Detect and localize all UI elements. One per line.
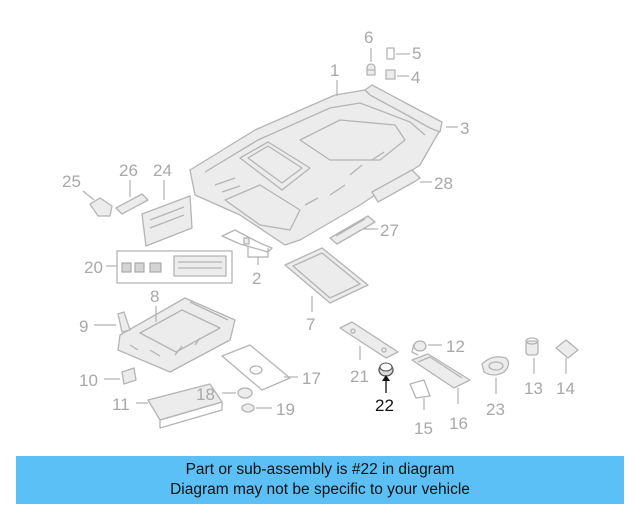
callout-1: 1: [330, 61, 339, 80]
plug-22-part: [378, 362, 394, 377]
clip-12-part: [411, 340, 427, 356]
clip-18-19-parts: [237, 387, 255, 413]
clip-15-part: [409, 379, 431, 399]
cover-16-part: [411, 353, 471, 389]
callout-24: 24: [153, 161, 172, 180]
callout-8: 8: [150, 287, 159, 306]
callout-28: 28: [434, 174, 453, 193]
strip-21-part: [339, 321, 399, 359]
console-panel-part: [116, 250, 233, 284]
callout-7: 7: [306, 315, 315, 334]
callout-12: 12: [446, 337, 465, 356]
callout-11: 11: [112, 395, 130, 414]
lamp-lens-part: [147, 383, 223, 429]
callout-27: 27: [380, 221, 399, 240]
clip-10-part: [121, 367, 137, 385]
callout-10: 10: [79, 371, 98, 390]
callout-17: 17: [302, 369, 321, 388]
callout-15: 15: [414, 419, 433, 438]
callout-18: 18: [196, 385, 215, 404]
parts-diagram: 1 3 6 5 4 28 27 2 7: [62, 28, 579, 438]
callout-23: 23: [486, 400, 505, 419]
pad-17-part: [221, 344, 291, 391]
lens-23-part: [481, 356, 510, 376]
callout-21: 21: [350, 367, 369, 386]
callout-3: 3: [460, 119, 469, 138]
callout-22: 22: [375, 396, 394, 415]
callout-20: 20: [84, 258, 103, 277]
callout-2: 2: [252, 269, 261, 288]
callout-4: 4: [411, 68, 420, 87]
sunroof-panel-part: [284, 247, 369, 304]
callout-13: 13: [524, 379, 543, 398]
clip-9-part: [117, 311, 131, 333]
headliner-part: [189, 89, 441, 246]
bulb-14-part: [555, 339, 579, 359]
bracket-2-part: [221, 229, 273, 253]
callout-25: 25: [62, 172, 81, 191]
rear-trim-part: [364, 84, 443, 133]
visor-parts: [89, 193, 193, 247]
callout-5: 5: [412, 44, 421, 63]
banner-line-1: Part or sub-assembly is #22 in diagram: [185, 461, 455, 478]
callout-16: 16: [449, 414, 468, 433]
clip-parts: [366, 47, 396, 80]
callout-9: 9: [79, 317, 88, 336]
callout-14: 14: [556, 379, 575, 398]
overhead-console-part: [117, 297, 236, 373]
callout-6: 6: [364, 28, 373, 47]
callout-19: 19: [276, 400, 295, 419]
callout-26: 26: [119, 161, 138, 180]
grab-handle-27-part: [329, 215, 376, 245]
info-banner: Part or sub-assembly is #22 in diagram D…: [16, 456, 624, 504]
grab-handle-28-part: [371, 169, 421, 203]
banner-line-2: Diagram may not be specific to your vehi…: [170, 481, 470, 498]
socket-13-part: [525, 337, 539, 356]
